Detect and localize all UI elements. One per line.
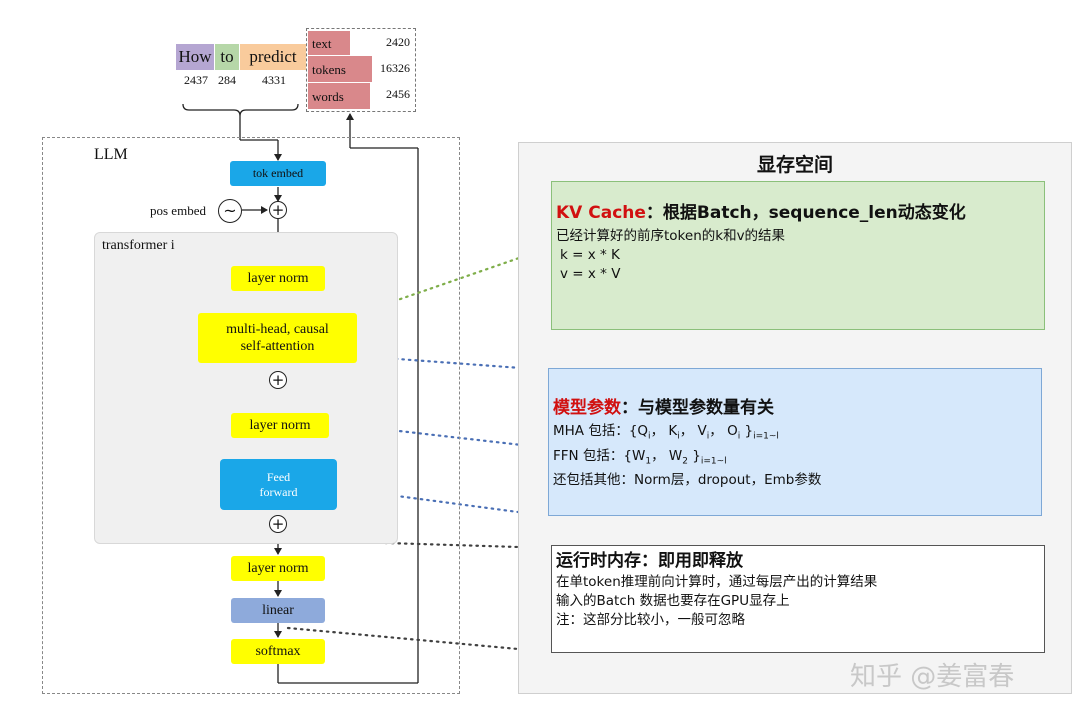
feed-forward-label-line1: Feed — [266, 469, 291, 484]
linear-block: linear — [231, 598, 325, 623]
kv-cache-heading-rest: ：根据Batch，sequence_len动态变化 — [645, 203, 966, 223]
model-params-heading-rest: ：与模型参数量有关 — [621, 398, 774, 418]
stats-bg-tokens — [308, 56, 372, 82]
kv-cache-v-formula: v = x * V — [560, 266, 621, 282]
layer-norm-label: layer norm — [247, 560, 309, 576]
stats-bg-text — [308, 31, 350, 55]
other-params-line: 还包括其他：Norm层，dropout，Emb参数 — [553, 472, 822, 489]
layer-norm-block: layer norm — [231, 413, 329, 438]
final-layer-norm-block: layer norm — [231, 556, 325, 581]
runtime-line: 注：这部分比较小，一般可忽略 — [556, 612, 745, 628]
plus-symbol: + — [271, 514, 285, 533]
kv-cache-heading: KV Cache：根据Batch，sequence_len动态变化 — [556, 204, 1044, 223]
wave-symbol: ~ — [223, 201, 237, 220]
token-count: 284 — [218, 73, 236, 87]
stats-label: tokens — [312, 62, 346, 77]
stats-box — [306, 28, 416, 112]
add-node-icon: + — [269, 371, 287, 389]
token-predict: predict — [240, 44, 306, 70]
stats-value: 2456 — [386, 87, 410, 101]
runtime-memory-box: 运行时内存：即用即释放 在单token推理前向计算时，通过每层产出的计算结果 输… — [551, 545, 1045, 653]
stats-bg-words — [308, 83, 370, 109]
memory-panel-title: 显存空间 — [756, 154, 833, 176]
token-text: predict — [249, 47, 297, 66]
layer-norm-label: layer norm — [247, 270, 309, 286]
llm-frame — [42, 137, 460, 694]
kv-cache-box: KV Cache：根据Batch，sequence_len动态变化 已经计算好的… — [551, 181, 1045, 330]
token-text: How — [178, 47, 212, 66]
kv-cache-k-formula: k = x * K — [560, 247, 620, 263]
stats-value: 16326 — [380, 61, 410, 75]
attention-block: multi-head, causal self-attention — [198, 313, 357, 363]
token-count: 2437 — [184, 73, 208, 87]
llm-label: LLM — [94, 146, 128, 163]
pos-embed-label: pos embed — [150, 203, 206, 218]
runtime-heading: 运行时内存：即用即释放 — [556, 551, 743, 571]
runtime-line: 在单token推理前向计算时，通过每层产出的计算结果 — [556, 574, 878, 590]
plus-symbol: + — [271, 200, 285, 219]
model-params-heading-red: 模型参数 — [553, 398, 621, 418]
add-node-icon: + — [269, 201, 287, 219]
stats-label: words — [312, 89, 344, 104]
kv-cache-heading-red: KV Cache — [556, 203, 646, 223]
tok-embed-label: tok embed — [252, 166, 304, 180]
layer-norm-block: layer norm — [231, 266, 325, 291]
layer-norm-label: layer norm — [249, 417, 311, 433]
attention-label-line1: multi-head, causal — [226, 321, 329, 337]
feed-forward-block: Feed forward — [220, 459, 337, 510]
watermark: 知乎 @姜富春 — [850, 662, 1015, 692]
linear-label: linear — [262, 602, 294, 618]
feed-forward-label-line2: forward — [259, 484, 298, 499]
ffn-params-line: FFN 包括：{W1， W2 }i=1~l — [553, 447, 727, 467]
softmax-label: softmax — [255, 643, 301, 659]
model-params-box: 模型参数：与模型参数量有关 MHA 包括：{Qi， Ki， Vi， Oi }i=… — [548, 368, 1042, 516]
stats-value: 2420 — [386, 35, 410, 49]
stats-label: text — [312, 36, 332, 51]
add-node-icon: + — [269, 515, 287, 533]
runtime-line: 输入的Batch 数据也要存在GPU显存上 — [556, 593, 790, 609]
plus-symbol: + — [271, 370, 285, 389]
mha-params-line: MHA 包括：{Qi， Ki， Vi， Oi }i=1~l — [553, 423, 779, 442]
model-params-heading: 模型参数：与模型参数量有关 — [553, 399, 1041, 418]
token-text: to — [220, 47, 234, 66]
token-to: to — [215, 44, 239, 70]
wave-icon: ~ — [218, 199, 242, 223]
attention-label-line2: self-attention — [240, 339, 315, 354]
token-how: How — [176, 44, 214, 70]
kv-cache-desc: 已经计算好的前序token的k和v的结果 — [556, 228, 786, 244]
softmax-block: softmax — [231, 639, 325, 664]
tok-embed-block: tok embed — [230, 161, 326, 186]
token-count: 4331 — [262, 73, 286, 87]
transformer-label: transformer i — [102, 238, 175, 253]
